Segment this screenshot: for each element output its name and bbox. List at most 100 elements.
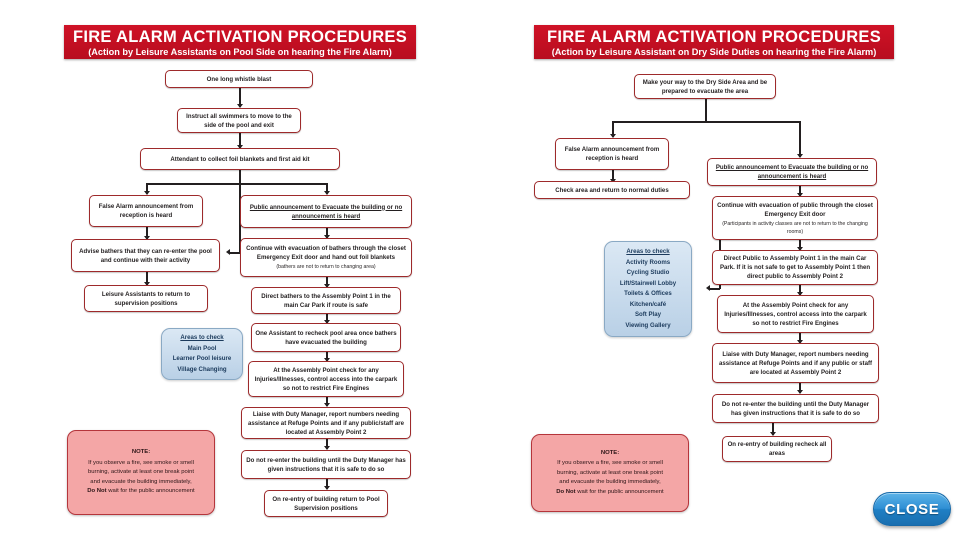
left-connector-12	[326, 479, 328, 489]
left-node-foil-blankets: Attendant to collect foil blankets and f…	[140, 148, 340, 170]
right-areas-arrow	[706, 285, 710, 291]
right-note-line: burning, activate at least one break poi…	[556, 469, 664, 476]
left-connector-4	[146, 227, 148, 239]
left-arrow-3b	[323, 191, 330, 195]
right-branch-left	[612, 121, 614, 137]
right-areas-item: Lift/Stairwell Lobby	[619, 279, 677, 287]
right-connector-8	[772, 423, 774, 435]
close-button[interactable]: CLOSE	[873, 492, 951, 526]
left-connector-9	[326, 352, 328, 361]
right-areas-to-check: Areas to check Activity Rooms Cycling St…	[604, 241, 692, 337]
left-note-line: If you observe a fire, see smoke or smel…	[88, 459, 194, 466]
right-areas-item: Soft Play	[634, 311, 662, 318]
right-node-dry-side: Make your way to the Dry Side Area and b…	[634, 74, 776, 99]
right-areas-item: Toilets & Offices	[624, 290, 672, 297]
right-areas-feeder-v	[719, 196, 721, 289]
right-note-line: and evacuate the building immediately,	[559, 479, 661, 486]
left-arrow-3a	[143, 191, 150, 195]
right-note-heading: NOTE:	[600, 449, 620, 456]
left-node-do-not-reenter: Do not re-enter the building until the D…	[241, 450, 411, 479]
right-node-direct-public: Direct Public to Assembly Point 1 in the…	[712, 250, 878, 285]
right-areas-item: Activity Rooms	[625, 258, 671, 266]
right-node-continue-evacuation: Continue with evacuation of public throu…	[712, 196, 878, 240]
left-node-return-supervision: Leisure Assistants to return to supervis…	[84, 285, 208, 312]
left-areas-feeder-h	[230, 252, 240, 254]
left-chart-banner: FIRE ALARM ACTIVATION PROCEDURES (Action…	[64, 25, 416, 59]
right-areas-feeder-h	[710, 288, 720, 290]
right-connector-6	[799, 333, 801, 343]
left-connector-7	[326, 277, 328, 287]
left-arrow-5	[143, 282, 150, 286]
left-connector-5	[146, 272, 148, 285]
right-split-h	[612, 121, 800, 123]
right-chart-subtitle: (Action by Leisure Assistant on Dry Side…	[551, 47, 877, 57]
left-connector-10	[326, 397, 328, 406]
left-chart-subtitle: (Action by Leisure Assistants on Pool Si…	[88, 47, 392, 57]
left-arrow-8	[323, 320, 330, 324]
right-node-false-alarm: False Alarm announcement from reception …	[555, 138, 669, 170]
left-arrow-2	[236, 145, 243, 149]
left-areas-to-check: Areas to check Main Pool Learner Pool le…	[161, 328, 243, 380]
left-areas-item: Main Pool	[187, 344, 217, 352]
left-branch-left	[146, 183, 148, 194]
left-arrow-4	[143, 236, 150, 240]
right-connector-5	[799, 285, 801, 295]
right-node-recheck-areas: On re-entry of building recheck all area…	[722, 436, 832, 462]
left-note-box: NOTE: If you observe a fire, see smoke o…	[67, 430, 215, 515]
left-arrow-7	[323, 284, 330, 288]
left-node-assembly-check: At the Assembly Point check for any Inju…	[248, 361, 404, 397]
left-node-reentry-return: On re-entry of building return to Pool S…	[264, 490, 388, 517]
right-areas-heading: Areas to check	[626, 248, 670, 255]
right-arrow-1b	[796, 154, 803, 158]
left-node-false-alarm: False Alarm announcement from reception …	[89, 195, 203, 227]
left-areas-item: Village Changing	[177, 365, 227, 373]
left-arrow-12	[323, 486, 330, 490]
right-connector-3	[799, 186, 801, 196]
left-note-heading: NOTE:	[131, 449, 151, 456]
left-node-instruct-swimmers: Instruct all swimmers to move to the sid…	[177, 108, 301, 133]
left-branch-right	[326, 183, 328, 194]
left-connector-8	[326, 314, 328, 323]
left-arrow-6	[323, 235, 330, 239]
left-note-line: Do Not wait for the public announcement	[87, 488, 195, 495]
left-areas-arrow	[226, 249, 230, 255]
right-connector-7	[799, 383, 801, 393]
right-arrow-5	[796, 292, 803, 296]
left-connector-11	[326, 439, 328, 449]
right-node-assembly-check: At the Assembly Point check for any Inju…	[717, 295, 874, 333]
right-chart-title: FIRE ALARM ACTIVATION PROCEDURES	[546, 28, 882, 46]
left-node-whistle: One long whistle blast	[165, 70, 313, 88]
right-arrow-6	[796, 340, 803, 344]
right-node-check-normal-duties: Check area and return to normal duties	[534, 181, 690, 199]
right-arrow-4	[796, 247, 803, 251]
left-connector-3	[239, 170, 241, 184]
left-connector-2	[239, 133, 241, 149]
left-node-public-announcement: Public announcement to Evacuate the buil…	[240, 195, 412, 228]
right-connector-1	[705, 99, 707, 122]
right-node-liaise-duty-manager: Liaise with Duty Manager, report numbers…	[712, 343, 879, 383]
left-node-liaise-duty-manager: Liaise with Duty Manager, report numbers…	[241, 407, 411, 439]
right-node-public-announcement: Public announcement to Evacuate the buil…	[707, 158, 877, 186]
left-note-line: burning, activate at least one break poi…	[87, 469, 195, 476]
right-arrow-1a	[609, 134, 616, 138]
left-areas-feeder-v	[239, 183, 241, 253]
right-note-line: Do Not wait for the public announcement	[556, 488, 664, 495]
right-connector-4	[799, 240, 801, 250]
right-arrow-3	[796, 193, 803, 197]
right-arrow-7	[796, 390, 803, 394]
left-node-direct-bathers: Direct bathers to the Assembly Point 1 i…	[251, 287, 401, 314]
left-node-continue-evacuation: Continue with evacuation of bathers thro…	[240, 238, 412, 277]
left-areas-heading: Areas to check	[180, 334, 224, 341]
right-chart-banner: FIRE ALARM ACTIVATION PROCEDURES (Action…	[534, 25, 894, 59]
right-areas-item: Cycling Studio	[626, 269, 670, 276]
left-arrow-9	[323, 358, 330, 362]
right-note-box: NOTE: If you observe a fire, see smoke o…	[531, 434, 689, 512]
left-chart-title: FIRE ALARM ACTIVATION PROCEDURES	[72, 28, 408, 46]
right-node-do-not-reenter: Do not re-enter the building until the D…	[712, 394, 879, 423]
right-connector-2	[612, 170, 614, 181]
left-node-advise-bathers: Advise bathers that they can re-enter th…	[71, 239, 220, 272]
left-note-line: and evacuate the building immediately,	[90, 478, 192, 485]
left-arrow-10	[323, 403, 330, 407]
right-arrow-8	[769, 432, 776, 436]
